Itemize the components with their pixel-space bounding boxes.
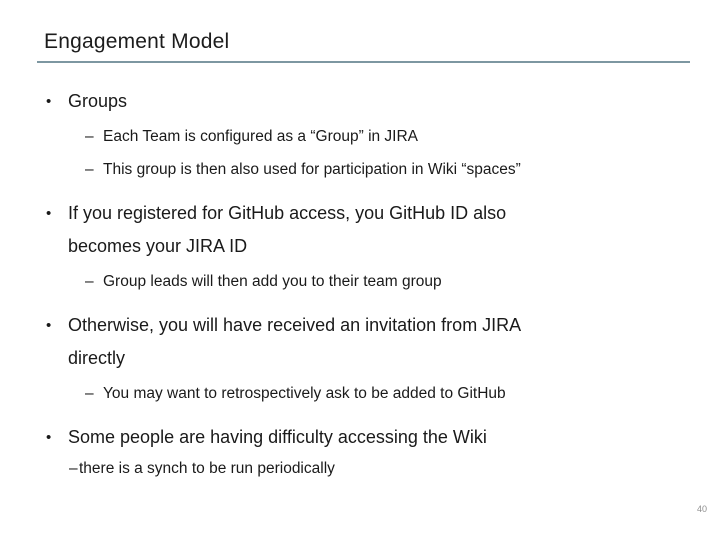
bullet-icon: • (46, 429, 52, 446)
bullet-item: • If you registered for GitHub access, y… (45, 197, 702, 263)
sub-bullet-item: – Group leads will then add you to their… (45, 268, 702, 296)
bullet-text: Groups (68, 91, 128, 111)
dash-icon: – (69, 460, 78, 477)
dash-icon: – (85, 273, 94, 290)
dash-icon: – (85, 385, 94, 402)
sub-bullet-item: – You may want to retrospectively ask to… (45, 380, 702, 408)
bullet-text: Some people are having difficulty access… (68, 427, 487, 447)
sub-bullet-text: Group leads will then add you to their t… (103, 273, 442, 290)
slide-page-number: 40 (696, 504, 707, 514)
bullet-item: • Otherwise, you will have received an i… (45, 309, 702, 375)
slide-title: Engagement Model (44, 30, 230, 53)
sub-bullet-text: You may want to retrospectively ask to b… (103, 385, 506, 402)
bullet-text: Otherwise, you will have received an inv… (68, 315, 521, 368)
bullet-icon: • (46, 205, 52, 222)
sub-bullet-item: – Each Team is configured as a “Group” i… (45, 123, 702, 151)
bullet-icon: • (46, 93, 52, 110)
bullet-icon: • (46, 317, 52, 334)
sub-bullet-item: – This group is then also used for parti… (45, 156, 702, 184)
sub-bullet-text: This group is then also used for partici… (103, 161, 521, 178)
sub-bullet-item: – there is a synch to be run periodicall… (45, 455, 702, 483)
sub-bullet-text: there is a synch to be run periodically (79, 460, 335, 477)
sub-bullet-text: Each Team is configured as a “Group” in … (103, 128, 419, 145)
dash-icon: – (85, 128, 94, 145)
title-divider (37, 61, 690, 63)
bullet-item: • Some people are having difficulty acce… (45, 421, 702, 454)
bullet-item: • Groups (45, 85, 702, 118)
bullet-text: If you registered for GitHub access, you… (68, 203, 507, 256)
slide-body: • Groups – Each Team is configured as a … (45, 85, 702, 483)
dash-icon: – (85, 161, 94, 178)
